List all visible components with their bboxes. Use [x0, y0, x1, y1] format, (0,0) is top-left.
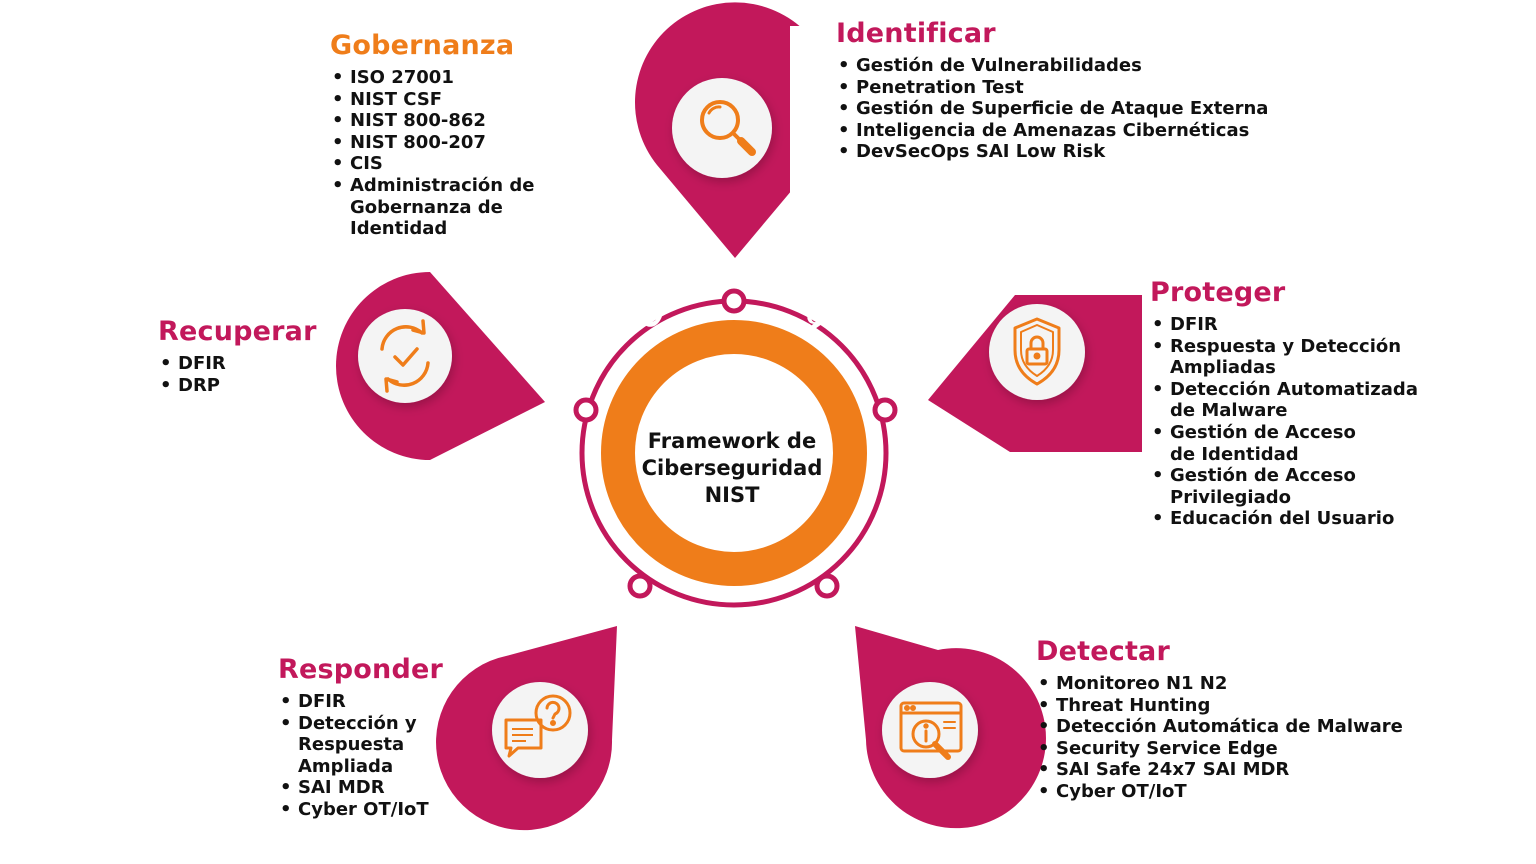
center-ring: Gobernanza: [573, 258, 898, 608]
list-item: Gestión de Vulnerabilidades: [836, 55, 1268, 77]
list-item: Cyber OT/IoT: [1036, 781, 1403, 803]
list-item: Gestión de Superficie de Ataque Externa: [836, 98, 1268, 120]
list-item: Monitoreo N1 N2: [1036, 673, 1403, 695]
chat-question-icon: [504, 694, 572, 758]
list-item: Detección Automática de Malware: [1036, 716, 1403, 738]
pin-recuperar: [318, 272, 545, 460]
list-item-continuation: Gobernanza de: [350, 196, 503, 218]
section-heading-identificar: Identificar: [836, 18, 996, 49]
section-detectar: Detectar Monitoreo N1 N2 Threat Hunting …: [1036, 636, 1403, 803]
list-item: Cyber OT/IoT: [278, 799, 443, 821]
list-item-continuation: Identidad: [350, 218, 448, 240]
list-item: Administración de: [330, 175, 534, 197]
list-item: DFIR: [278, 691, 443, 713]
list-item: Penetration Test: [836, 77, 1268, 99]
list-item-continuation: Ampliada: [298, 755, 394, 777]
list-item: CIS: [330, 153, 534, 175]
list-item-continuation: de Malware: [1170, 400, 1288, 422]
section-heading-gobernanza: Gobernanza: [330, 30, 515, 61]
list-item: Inteligencia de Amenazas Cibernéticas: [836, 120, 1268, 142]
section-recuperar: Recuperar DFIR DRP: [158, 316, 317, 396]
center-title: Framework de Ciberseguridad NIST: [616, 428, 848, 509]
proteger-list: DFIR Respuesta y Detección Ampliadas Det…: [1150, 314, 1418, 530]
list-item: SAI MDR: [278, 777, 443, 799]
magnifier-icon: [700, 100, 756, 156]
list-item: DevSecOps SAI Low Risk: [836, 141, 1268, 163]
center-title-line: Ciberseguridad: [641, 456, 823, 480]
pin-identificar: [635, 2, 836, 258]
list-item: Educación del Usuario: [1150, 508, 1418, 530]
section-proteger: Proteger DFIR Respuesta y Detección Ampl…: [1150, 277, 1418, 530]
list-item: Security Service Edge: [1036, 738, 1403, 760]
pin-proteger: [928, 295, 1142, 452]
list-item: NIST CSF: [330, 89, 534, 111]
gobernanza-list: ISO 27001 NIST CSF NIST 800-862 NIST 800…: [330, 67, 534, 240]
center-title-line: NIST: [704, 483, 760, 507]
ring-nodes: [573, 288, 898, 599]
section-heading-responder: Responder: [278, 654, 444, 685]
list-item: NIST 800-862: [330, 110, 534, 132]
list-item: Gestión de Acceso: [1150, 422, 1418, 444]
list-item-continuation: de Identidad: [1170, 443, 1299, 465]
list-item: DRP: [158, 375, 317, 397]
web-inspect-icon: [899, 701, 963, 760]
recuperar-list: DFIR DRP: [158, 353, 317, 396]
center-title-line: Framework de: [647, 429, 817, 453]
list-item: NIST 800-207: [330, 132, 534, 154]
pin-responder: [436, 626, 617, 831]
section-heading-detectar: Detectar: [1036, 636, 1170, 667]
list-item: Threat Hunting: [1036, 695, 1403, 717]
section-heading-proteger: Proteger: [1150, 277, 1286, 308]
shield-lock-icon: [1013, 317, 1061, 386]
section-gobernanza: Gobernanza ISO 27001 NIST CSF NIST 800-8…: [330, 30, 534, 240]
list-item: Detección y: [278, 713, 443, 735]
list-item: Respuesta y Detección: [1150, 336, 1418, 358]
list-item: ISO 27001: [330, 67, 534, 89]
sync-check-icon: [380, 319, 430, 393]
section-identificar: Identificar Gestión de Vulnerabilidades …: [836, 18, 1268, 163]
list-item-continuation: Ampliadas: [1170, 357, 1276, 379]
responder-list: DFIR Detección y Respuesta Ampliada SAI …: [278, 691, 443, 821]
section-responder: Responder DFIR Detección y Respuesta Amp…: [278, 654, 443, 821]
pin-detectar: [855, 626, 1046, 829]
list-item: Detección Automatizada: [1150, 379, 1418, 401]
list-item: DFIR: [1150, 314, 1418, 336]
identificar-list: Gestión de Vulnerabilidades Penetration …: [836, 55, 1268, 163]
list-item-continuation: Privilegiado: [1170, 486, 1291, 508]
list-item: DFIR: [158, 353, 317, 375]
detectar-list: Monitoreo N1 N2 Threat Hunting Detección…: [1036, 673, 1403, 803]
list-item: Gestión de Acceso: [1150, 465, 1418, 487]
section-heading-recuperar: Recuperar: [158, 316, 317, 347]
list-item: SAI Safe 24x7 SAI MDR: [1036, 759, 1403, 781]
list-item-continuation: Respuesta: [298, 734, 405, 756]
